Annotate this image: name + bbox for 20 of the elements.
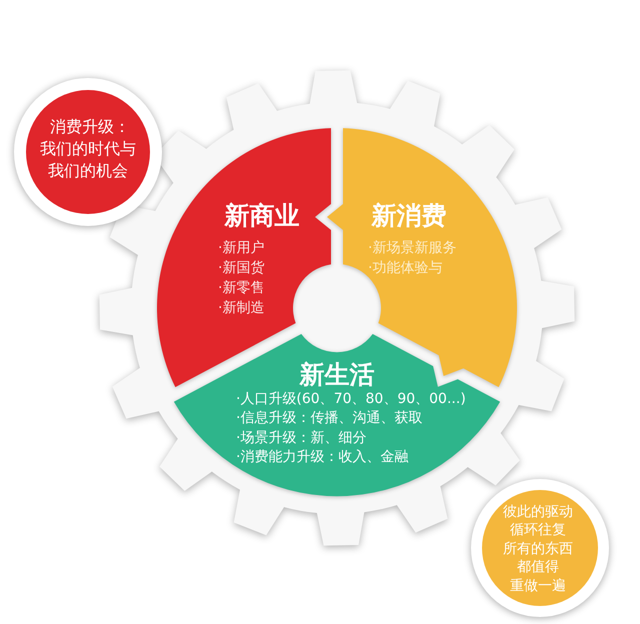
bullet-item: ·功能体验与 [368,259,442,278]
bullet-item: ·场景升级：新、细分 [236,428,366,448]
badge-text: 重做一遍 [510,576,566,595]
bullet-item: ·人口升级(60、70、80、90、00...) [236,390,466,409]
bullet-item: ·新国货 [218,259,264,278]
bullet-item: ·新用户 [218,239,264,258]
badge-text: 我们的时代与我们的机会 [38,138,137,182]
segment-title: 新消费 [372,201,446,231]
bullet-item: ·信息升级：传播、沟通、获取 [236,409,422,428]
segment-title: 新商业 [224,201,300,231]
badge-text: 都值得 [517,558,559,576]
bullet-item: ·新制造 [218,299,264,318]
badge-title: 消费升级： [50,116,130,138]
badge-title: 彼此的驱动 [503,502,573,521]
bullet-item: ·消费能力升级：收入、金融 [236,448,408,468]
bullet-item: ·新场景新服务 [368,239,456,258]
bullet-item: ·新零售 [218,279,264,298]
badge-text: 所有的东西 [503,540,573,558]
segment-title: 新生活 [299,360,374,390]
badge-text: 循环往复 [510,521,566,540]
